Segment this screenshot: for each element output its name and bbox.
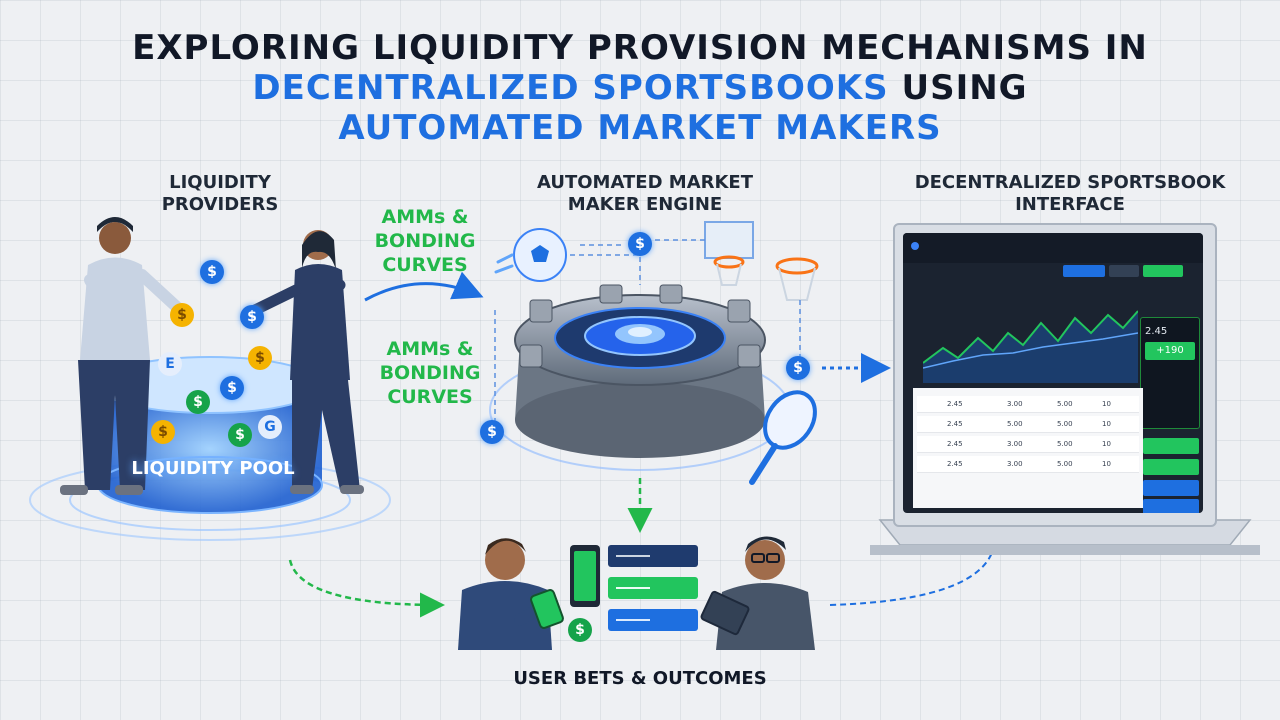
table-cell: 10 — [1102, 460, 1111, 468]
odds-line-chart — [923, 310, 1138, 383]
title-line-2: DECENTRALIZED SPORTSBOOKS USING — [0, 68, 1280, 108]
dollar-coin-icon: $ — [186, 390, 210, 414]
table-cell: 5.00 — [1057, 460, 1073, 468]
table-cell: 2.45 — [947, 400, 963, 408]
table-row[interactable]: 2.45 3.00 5.00 10 — [917, 456, 1139, 473]
bet-button-2[interactable] — [1143, 459, 1199, 475]
gear-icon — [489, 284, 791, 471]
title-line-1: EXPLORING LIQUIDITY PROVISION MECHANISMS… — [132, 28, 1148, 68]
table-cell: 5.00 — [1057, 400, 1073, 408]
liquidity-pool-label: LIQUIDITY POOL — [131, 458, 295, 479]
liquidity-provider-2 — [249, 230, 364, 494]
dollar-coin-icon: $ — [170, 303, 194, 327]
tennis-racket-icon — [749, 390, 817, 485]
user-bettor-2 — [716, 536, 815, 650]
table-cell: 3.00 — [1007, 440, 1023, 448]
liquidity-provider-1 — [60, 217, 186, 495]
providers-to-engine-arrow — [364, 271, 484, 302]
table-cell: 10 — [1102, 400, 1111, 408]
user-bettor-1 — [458, 538, 552, 650]
amm-bonding-curves-label-bottom: AMMs & BONDING CURVES — [379, 338, 481, 408]
table-row[interactable]: 2.45 3.00 5.00 10 — [917, 436, 1139, 453]
dollar-coin-icon: $ — [628, 232, 652, 256]
dollar-coin-icon: $ — [151, 420, 175, 444]
sportsbook-interface-label: DECENTRALIZED SPORTSBOOK INTERFACE — [914, 172, 1226, 215]
table-row[interactable]: 2.45 3.00 5.00 10 — [917, 396, 1139, 413]
dollar-coin-icon: $ — [228, 423, 252, 447]
table-cell: 3.00 — [1007, 460, 1023, 468]
users-to-interface-link — [829, 539, 996, 606]
bet-button-3[interactable] — [1143, 480, 1199, 496]
nav-button-1[interactable] — [1063, 265, 1105, 277]
title-line-2-highlight: DECENTRALIZED SPORTSBOOKS — [252, 68, 889, 108]
liquidity-providers-label: LIQUIDITY PROVIDERS — [161, 172, 279, 215]
amm-bonding-curves-label-top: AMMs & BONDING CURVES — [374, 206, 476, 276]
table-cell: 10 — [1102, 440, 1111, 448]
logo-icon — [911, 242, 919, 250]
bet-slips — [608, 545, 698, 631]
table-cell: 2.45 — [947, 440, 963, 448]
soccer-ball-icon — [494, 228, 567, 282]
title-line-3: AUTOMATED MARKET MAKERS — [338, 108, 942, 148]
e-coin-icon: E — [158, 352, 182, 376]
table-cell: 2.45 — [947, 460, 963, 468]
bet-button-4[interactable] — [1143, 499, 1199, 513]
sportsbook-topbar — [903, 233, 1203, 263]
tablet-icon — [700, 590, 750, 636]
dollar-coin-icon: $ — [200, 260, 224, 284]
table-cell: 10 — [1102, 420, 1111, 428]
dollar-coin-icon: $ — [240, 305, 264, 329]
page-title: EXPLORING LIQUIDITY PROVISION MECHANISMS… — [0, 28, 1280, 148]
dollar-coin-icon: $ — [786, 356, 810, 380]
sportsbook-screen: 2.45 +190 2.45 3.00 5.00 10 2.45 5.00 5.… — [903, 233, 1203, 513]
dollar-coin-icon: $ — [248, 346, 272, 370]
table-row[interactable]: 2.45 5.00 5.00 10 — [917, 416, 1139, 433]
odds-table: 2.45 3.00 5.00 10 2.45 5.00 5.00 10 2.45… — [913, 388, 1143, 508]
table-cell: 3.00 — [1007, 400, 1023, 408]
amm-engine-label: AUTOMATED MARKET MAKER ENGINE — [536, 172, 754, 215]
nav-button-2[interactable] — [1109, 265, 1139, 277]
dollar-coin-icon: $ — [568, 618, 592, 642]
g-coin-icon: G — [258, 415, 282, 439]
user-bets-label: USER BETS & OUTCOMES — [513, 668, 767, 689]
title-line-2-rest: USING — [888, 68, 1028, 108]
basketball-hoop-icon — [704, 221, 819, 301]
table-cell: 5.00 — [1057, 440, 1073, 448]
sportsbook-monitor: 2.45 +190 2.45 3.00 5.00 10 2.45 5.00 5.… — [893, 223, 1217, 527]
odds-moneyline-button[interactable]: +190 — [1145, 342, 1195, 360]
odds-panel: 2.45 +190 — [1140, 317, 1200, 429]
nav-button-3[interactable] — [1143, 265, 1183, 277]
smartphone-icon — [530, 545, 600, 629]
odds-value: 2.45 — [1145, 326, 1168, 337]
table-cell: 5.00 — [1057, 420, 1073, 428]
table-cell: 5.00 — [1007, 420, 1023, 428]
dollar-coin-icon: $ — [220, 376, 244, 400]
dollar-coin-icon: $ — [480, 420, 504, 444]
table-cell: 2.45 — [947, 420, 963, 428]
bet-button-1[interactable] — [1143, 438, 1199, 454]
pool-to-users-arrow — [288, 559, 445, 618]
